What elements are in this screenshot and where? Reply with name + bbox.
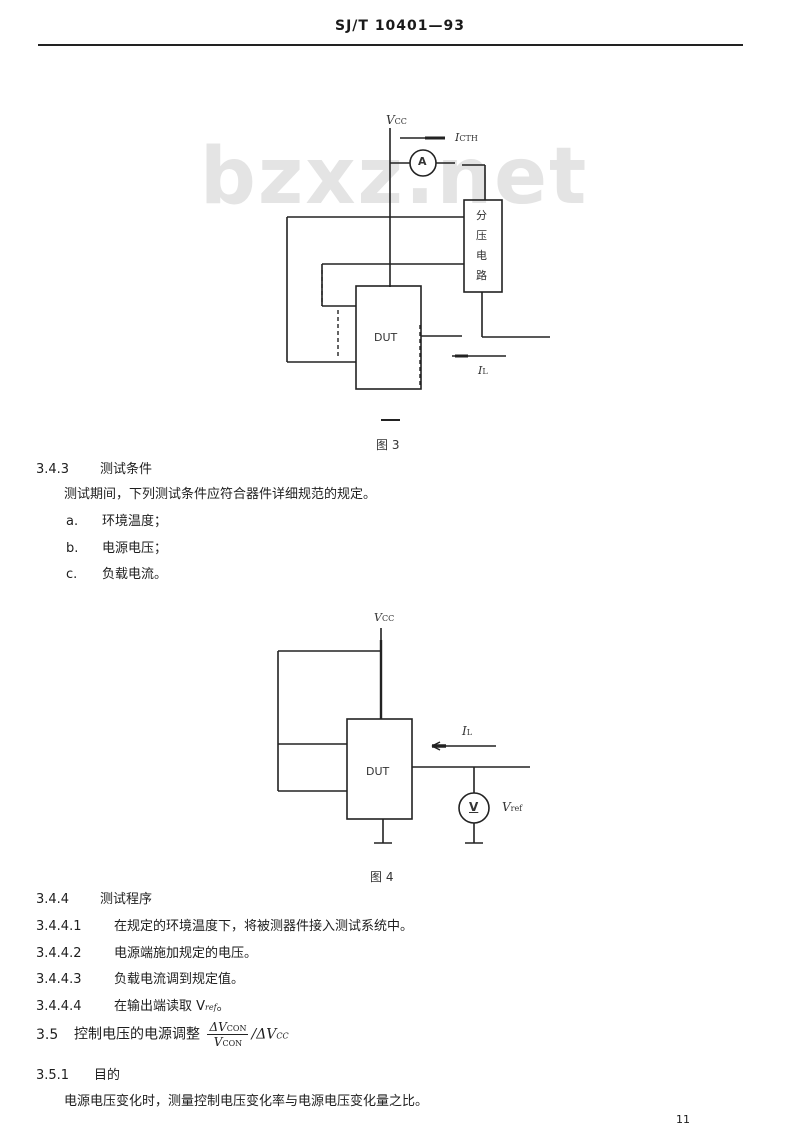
figure-4-caption: 图 4 [370,870,394,884]
fig3-dut-label: DUT [374,331,398,344]
figure-3-caption: 图 3 [376,438,400,452]
section-3-4-3-intro: 测试期间，下列测试条件应符合器件详细规范的规定。 [64,487,377,502]
condition-item: a.环境温度； [66,514,168,529]
fig4-load-current-label: IL [462,724,473,738]
fig4-supply-label: VCC [374,611,395,624]
condition-item: c.负载电流。 [66,567,168,582]
fig3-supply-label: VCC [386,113,407,127]
fig4-output-label: Vref [502,800,523,814]
condition-item: b.电源电压； [66,541,168,556]
page-header: SJ/T 10401—93 [0,0,800,48]
watermark: bzxz.net [200,132,589,222]
standard-number: SJ/T 10401—93 [334,18,466,34]
fig3-current-label: ICTH [455,131,478,144]
page-number: 11 [676,1113,690,1126]
voltage-divider-box: 分 压 电 路 [476,209,487,282]
header-rule [38,44,743,46]
formula-fraction: ΔVCON VCON [207,1020,249,1049]
fig3-load-current-label: IL [478,364,488,377]
ammeter-icon: A [418,155,427,168]
fig4-dut-label: DUT [366,765,390,778]
voltmeter-icon: V [469,800,479,814]
figure-3-circuit-diagram [286,128,550,421]
figure-4-circuit-diagram [277,628,530,844]
section-3-5-1-text: 电源电压变化时，测量控制电压变化率与电源电压变化量之比。 [64,1094,429,1109]
